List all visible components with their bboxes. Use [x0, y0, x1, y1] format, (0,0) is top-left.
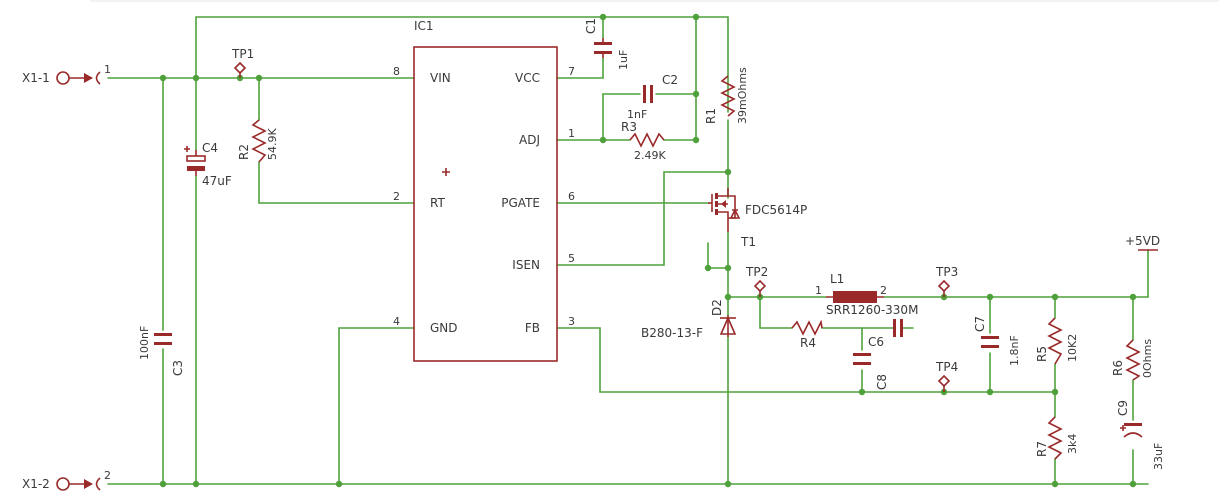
r2-name: R2: [237, 144, 251, 160]
c2-name: C2: [662, 73, 678, 87]
pin-vin-num: 8: [393, 65, 400, 78]
pin-rt-name: RT: [430, 196, 445, 210]
junctions: [159, 13, 1137, 488]
r3-name: R3: [621, 120, 637, 134]
pin-vcc-num: 7: [568, 65, 575, 78]
l1-value: SRR1260-330M: [826, 303, 918, 317]
pin-fb-name: FB: [525, 321, 540, 335]
pin-adj-num: 1: [568, 127, 575, 140]
t1-name: T1: [740, 235, 756, 249]
pin-fb-num: 3: [568, 315, 575, 328]
r4-name: R4: [800, 336, 816, 350]
supply-5vd: +5VD: [1125, 234, 1160, 251]
resistor-r5: R5 10K2: [1035, 317, 1079, 365]
resistor-r3: R3 2.49K: [621, 120, 666, 162]
pin-isen-num: 5: [568, 252, 575, 265]
resistor-r2: R2 54.9K: [237, 119, 279, 163]
c9-value: 33uF: [1152, 443, 1165, 470]
inductor-l1: L1 1 2 SRR1260-330M: [815, 272, 918, 317]
r1-value: 39mOhms: [736, 67, 749, 124]
x1-2-pin: 2: [104, 469, 111, 482]
capacitor-c1: C1 1uF: [584, 18, 630, 70]
r3-value: 2.49K: [634, 149, 666, 162]
tp2-label: TP2: [745, 265, 768, 279]
r6-value: 0Ohms: [1141, 339, 1154, 378]
d2-name: D2: [710, 299, 724, 316]
t1-value: FDC5614P: [745, 203, 807, 217]
ic1: IC1 VIN RT GND 8 2 4 VCC ADJ PGATE ISEN …: [393, 19, 575, 362]
resistor-r4: R4: [791, 319, 823, 350]
l1-name: L1: [830, 272, 844, 286]
capacitor-c3: 100nF C3: [138, 326, 185, 376]
tp1-label: TP1: [231, 47, 254, 61]
x1-2-label: X1-2: [22, 477, 50, 491]
c6-name: C6: [868, 335, 884, 349]
c3-name: C3: [171, 360, 185, 376]
pin-gnd-name: GND: [430, 321, 458, 335]
c7-name: C7: [973, 316, 987, 332]
capacitor-c4: C4 47uF: [184, 141, 232, 188]
d2-value: B280-13-F: [641, 326, 703, 340]
c1-name: C1: [584, 18, 598, 34]
c3-value: 100nF: [138, 326, 151, 360]
c9-name: C9: [1116, 400, 1130, 416]
capacitor-c9: C9 33uF: [1116, 400, 1165, 470]
r7-value: 3k4: [1066, 434, 1079, 454]
supply-label: +5VD: [1125, 234, 1160, 248]
tp3-label: TP3: [935, 265, 958, 279]
testpoint-tp4: TP4: [935, 360, 958, 392]
x1-1-label: X1-1: [22, 71, 50, 85]
c7-value: 1.8nF: [1008, 335, 1021, 366]
pin-adj-name: ADJ: [519, 133, 540, 147]
c4-name: C4: [202, 141, 218, 155]
diode-d2: D2 B280-13-F: [641, 299, 737, 340]
pin-isen-name: ISEN: [512, 258, 540, 272]
pin-pgate-name: PGATE: [501, 196, 540, 210]
r1-name: R1: [704, 108, 718, 124]
x1-1-pin: 1: [104, 63, 111, 76]
capacitor-c8: C8: [853, 353, 889, 390]
pin-vcc-name: VCC: [515, 71, 540, 85]
r6-name: R6: [1111, 360, 1125, 376]
r5-name: R5: [1035, 346, 1049, 362]
r5-value: 10K2: [1066, 334, 1079, 362]
pin-vin-name: VIN: [430, 71, 451, 85]
pin-rt-num: 2: [393, 190, 400, 203]
l1-pin2: 2: [880, 284, 887, 297]
r2-value: 54.9K: [266, 128, 279, 160]
connector-x1-2: X1-2 2: [22, 469, 111, 491]
c1-value: 1uF: [617, 50, 630, 70]
r7-name: R7: [1035, 441, 1049, 457]
testpoint-tp3: TP3: [935, 265, 958, 297]
capacitor-c6: C6: [868, 319, 903, 349]
pin-pgate-num: 6: [568, 190, 575, 203]
mosfet-t1: FDC5614P T1: [708, 188, 807, 249]
wires: [107, 16, 1149, 485]
resistor-r6: R6 0Ohms: [1111, 339, 1154, 381]
resistor-r7: R7 3k4: [1035, 416, 1079, 460]
capacitor-c2: C2 1nF: [627, 73, 678, 121]
ic1-name: IC1: [414, 19, 434, 33]
connector-x1-1: X1-1 1: [22, 63, 111, 85]
c4-value: 47uF: [202, 174, 232, 188]
tp4-label: TP4: [935, 360, 958, 374]
c2-value: 1nF: [627, 108, 647, 121]
testpoint-tp2: TP2: [745, 265, 768, 297]
c8-name: C8: [875, 374, 889, 390]
testpoint-tp1: TP1: [231, 47, 254, 78]
capacitor-c7: C7 1.8nF: [973, 316, 1021, 366]
resistor-r1: R1 39mOhms: [704, 67, 749, 124]
pin-gnd-num: 4: [393, 315, 400, 328]
l1-pin1: 1: [815, 284, 822, 297]
